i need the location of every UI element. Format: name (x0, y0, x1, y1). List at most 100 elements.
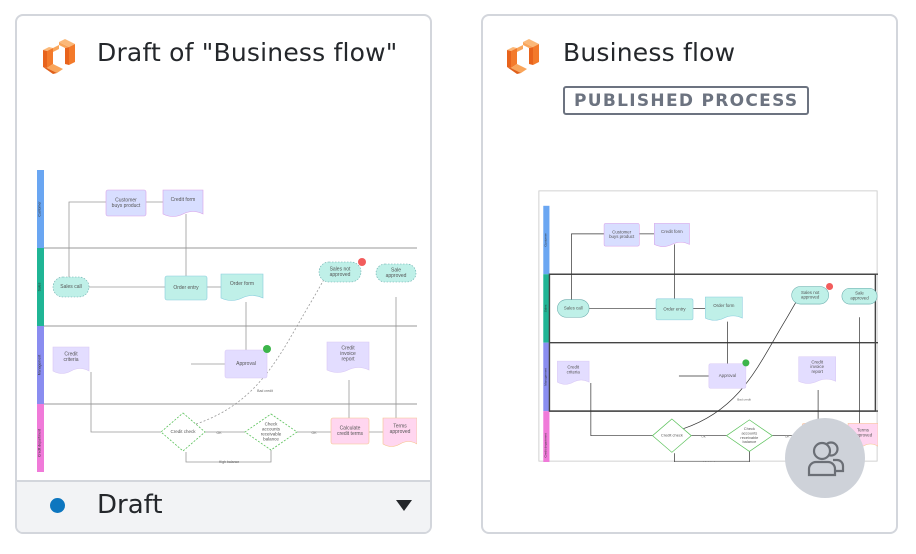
edge-label-high-balance: High balance (703, 460, 721, 462)
node-label: Approval (236, 361, 256, 367)
connector (68, 201, 106, 287)
node-approval (708, 363, 747, 389)
node-label: Credit check (170, 429, 196, 434)
node-sales-call (52, 276, 90, 298)
node-order-form (705, 296, 743, 321)
lane-bar (37, 404, 44, 472)
node-sales-not-approved (318, 261, 362, 283)
edge-label-ok: OK (311, 431, 317, 435)
lane-bar (543, 342, 550, 412)
error-badge-icon (358, 258, 366, 266)
node-sales-call (557, 299, 590, 318)
node-label: Order entry (173, 285, 199, 291)
lane-bar (37, 170, 44, 248)
node-label: Sales call (60, 284, 81, 290)
chevron-down-icon[interactable] (396, 500, 412, 511)
lane-label: Customer (38, 201, 42, 217)
node-credit-form (162, 189, 204, 217)
lane-label: Management (543, 368, 547, 386)
node-label: Approval (719, 373, 736, 378)
node-terms-approved (382, 417, 417, 447)
lane-label: Sales (38, 282, 42, 291)
collaborators-button[interactable] (785, 418, 865, 498)
node-label: Order form (230, 281, 254, 287)
node-order-entry (164, 275, 208, 301)
lane-bar (37, 248, 44, 326)
check-badge-icon (263, 345, 271, 353)
status-dropdown[interactable]: Draft (17, 480, 430, 532)
node-order-entry (655, 298, 694, 321)
lane-bar (543, 274, 550, 343)
node-credit-criteria (52, 346, 90, 374)
card-title[interactable]: Business flow (563, 38, 736, 67)
node-credit-check (651, 418, 692, 453)
connector (90, 372, 161, 433)
status-label: Draft (97, 490, 163, 520)
error-badge-icon (826, 283, 834, 291)
check-badge-icon (742, 359, 750, 367)
node-sale-approved (375, 263, 417, 283)
edge-label-ok: OK (785, 434, 790, 438)
lane-label: Credit department (543, 433, 547, 458)
process-logo-icon (43, 39, 75, 74)
edge-label-ok: OK (216, 431, 222, 435)
connector (571, 233, 605, 309)
edge-label-ok: OK (701, 434, 706, 438)
connector (590, 383, 653, 437)
node-sale-approved (841, 288, 878, 305)
node-credit-invoice-report (798, 356, 836, 384)
status-dot-icon (50, 498, 65, 513)
node-label: Order form (713, 303, 735, 308)
users-icon (807, 441, 845, 477)
connector (674, 451, 750, 462)
lane-bar (543, 411, 550, 462)
lane-label: Credit department (38, 429, 42, 457)
node-label: Sales call (564, 306, 583, 311)
node-label: Credit form (171, 197, 196, 203)
edge-label-high-balance: High balance (219, 460, 239, 464)
connector (185, 450, 272, 463)
node-label: Credit form (661, 229, 683, 234)
edge-label-bad-credit: Bad credit (257, 389, 273, 393)
lane-label: Customer (543, 233, 547, 246)
lane-label: Sales (543, 304, 547, 312)
process-logo-icon (507, 39, 539, 74)
node-label: Credit check (661, 433, 683, 438)
lane-bar (543, 205, 550, 275)
lane-label: Management (38, 355, 42, 375)
node-sales-not-approved (791, 286, 829, 305)
node-credit-check (160, 412, 206, 452)
node-check-accounts (244, 413, 298, 451)
published-badge: PUBLISHED PROCESS (563, 86, 810, 115)
lane-bar (37, 326, 44, 404)
node-label: Order entry (663, 306, 686, 311)
node-customer-buys (105, 189, 147, 217)
node-credit-form (654, 223, 690, 247)
connector-bad-credit (195, 269, 337, 425)
node-order-form (220, 273, 264, 301)
node-calculate-credit-terms (330, 417, 370, 445)
node-credit-invoice-report (326, 341, 370, 373)
process-card-published[interactable]: Business flow PUBLISHED PROCESS Customer… (481, 14, 898, 534)
lane-frame (548, 273, 877, 412)
diagram-frame (538, 190, 878, 462)
card-title[interactable]: Draft of "Business flow" (97, 38, 398, 67)
